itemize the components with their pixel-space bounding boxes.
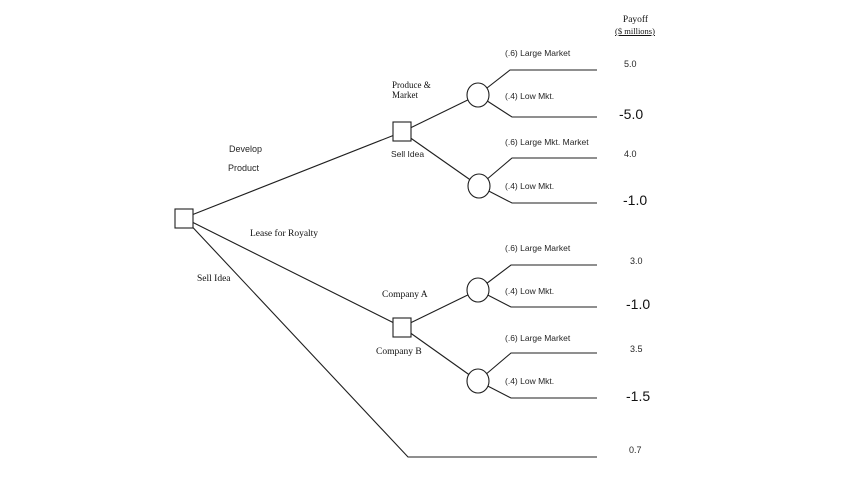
edge-company-b <box>401 326 479 382</box>
edge-outcome-8 <box>477 380 597 399</box>
chance-node-company-b <box>466 368 490 394</box>
payoff-header-units: ($ millions) <box>615 26 655 36</box>
chance-node-produce <box>466 82 490 108</box>
edge-outcome-1 <box>477 69 597 96</box>
payoff-value-3: 4.0 <box>624 149 637 159</box>
payoff-value-sell-idea: 0.7 <box>629 445 642 455</box>
branch-label-company-a: Company A <box>382 290 428 300</box>
chance-node-company-a <box>466 277 490 303</box>
payoff-value-4: -1.0 <box>623 192 648 208</box>
outcome-label-3: (.6) Large Mkt. Market <box>505 137 589 147</box>
branch-label-develop: Develop <box>229 144 263 154</box>
payoff-value-1: 5.0 <box>624 59 637 69</box>
edge-sell-idea <box>183 217 597 458</box>
root-decision-node <box>174 208 194 229</box>
outcome-label-5: (.6) Large Market <box>505 243 571 253</box>
outcome-label-2: (.4) Low Mkt. <box>505 91 555 101</box>
edge-outcome-7 <box>477 352 597 382</box>
edge-outcome-3 <box>478 157 597 187</box>
tree-edges <box>183 69 597 458</box>
edge-sell-idea-2 <box>401 131 480 187</box>
edge-produce-market <box>401 94 479 133</box>
payoff-value-5: 3.0 <box>630 256 643 266</box>
branch-label-produce-line2: Market <box>392 90 418 100</box>
edge-company-a <box>401 289 479 328</box>
payoff-header-title: Payoff <box>622 15 649 25</box>
edge-outcome-2 <box>477 94 597 118</box>
chance-nodes <box>466 82 491 394</box>
branch-label-lease-for-royalty: Lease for Royalty <box>250 229 319 239</box>
edge-outcome-6 <box>477 289 597 308</box>
outcome-label-7: (.6) Large Market <box>505 333 571 343</box>
branch-label-sell-idea-root: Sell Idea <box>197 274 231 284</box>
outcome-label-8: (.4) Low Mkt. <box>505 376 555 386</box>
outcome-label-4: (.4) Low Mkt. <box>505 181 555 191</box>
edge-develop-product <box>183 131 403 219</box>
outcome-label-6: (.4) Low Mkt. <box>505 286 555 296</box>
payoff-value-7: 3.5 <box>630 344 643 354</box>
company-decision-node <box>392 317 412 338</box>
branch-label-company-b: Company B <box>376 347 422 357</box>
payoff-value-8: -1.5 <box>626 388 651 404</box>
edge-outcome-4 <box>478 185 597 204</box>
decision-nodes <box>174 121 412 338</box>
chance-node-sell-idea <box>467 173 491 199</box>
payoff-value-2: -5.0 <box>619 106 644 122</box>
payoff-value-6: -1.0 <box>626 296 651 312</box>
develop-decision-node <box>392 121 412 142</box>
branch-label-sell-idea-develop: Sell Idea <box>391 149 425 159</box>
branch-label-produce-line1: Produce & <box>392 80 431 90</box>
edge-outcome-5 <box>477 264 597 291</box>
outcome-label-1: (.6) Large Market <box>505 48 571 58</box>
branch-label-product: Product <box>228 163 260 173</box>
edge-lease-for-royalty <box>183 217 403 328</box>
